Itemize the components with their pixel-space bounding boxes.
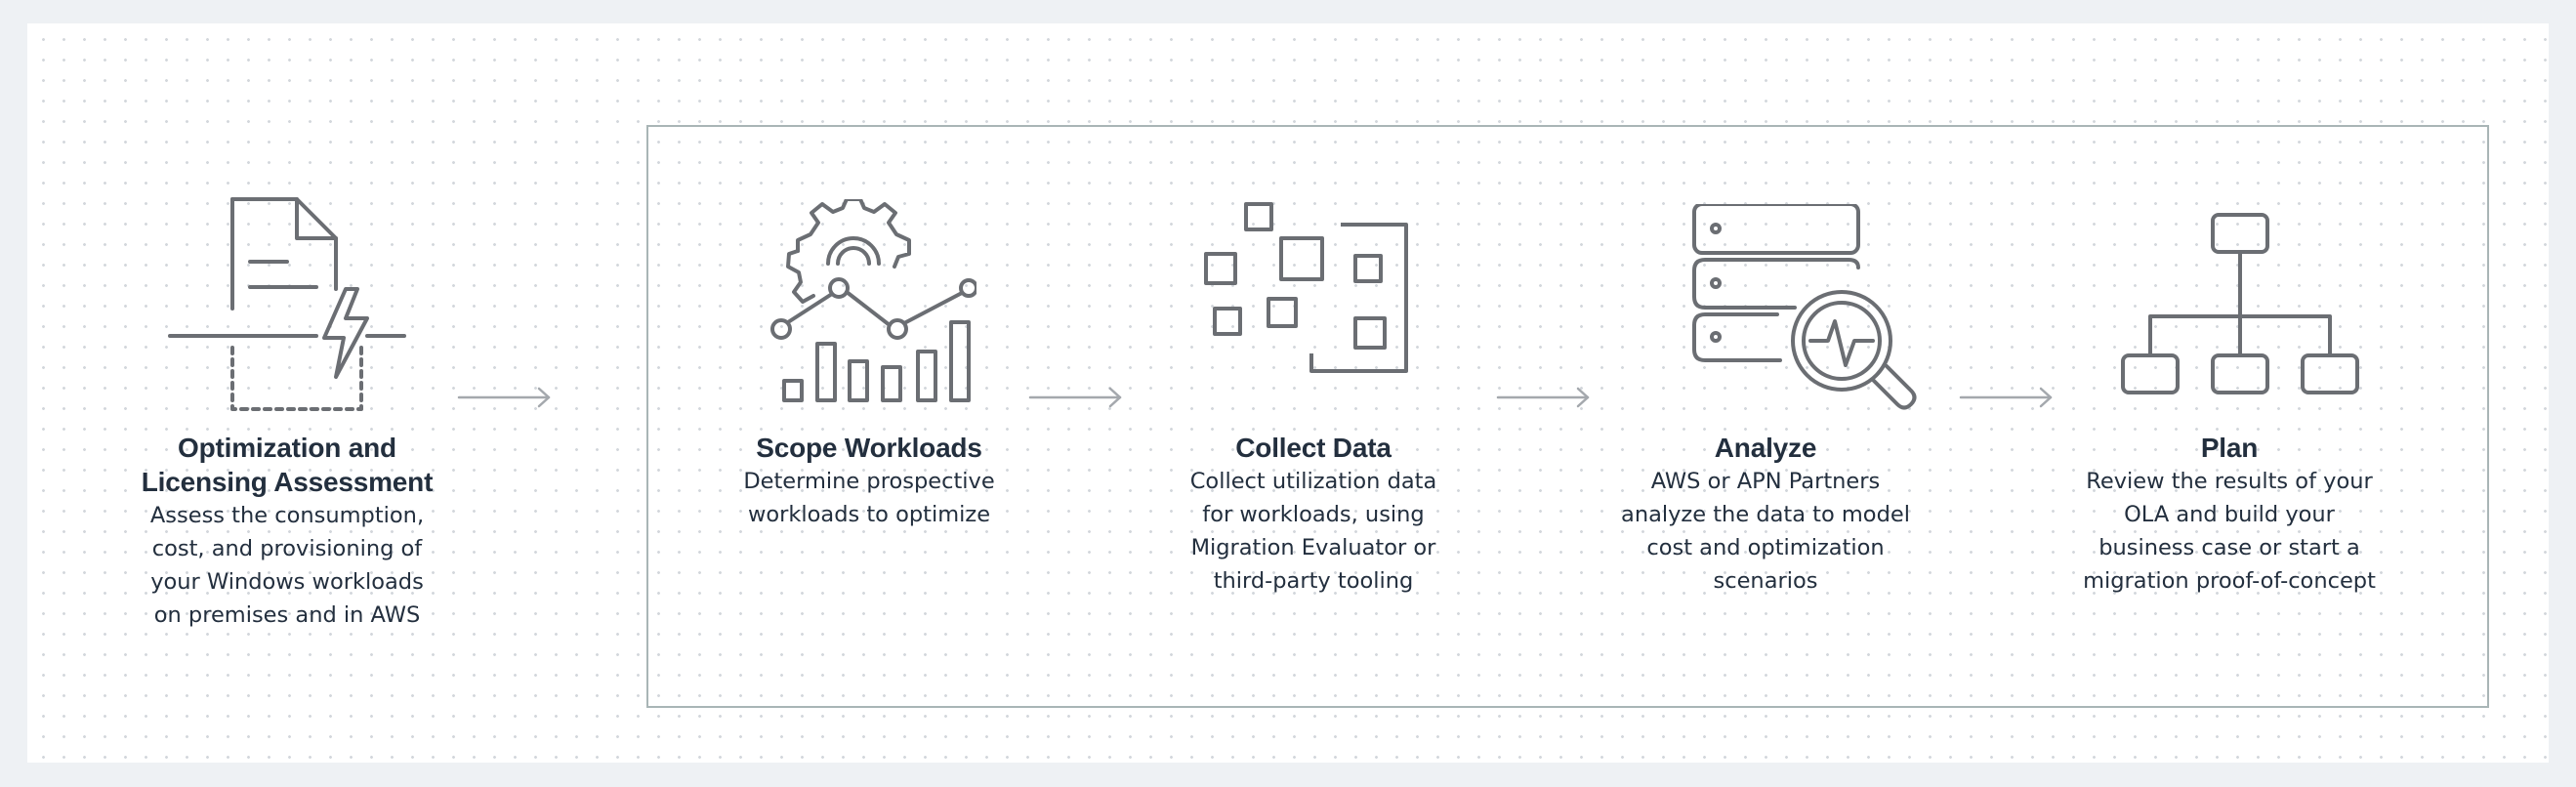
- step-description: Review the results of your OLA and build…: [2034, 465, 2425, 598]
- step-description: Collect utilization data for workloads, …: [1118, 465, 1509, 598]
- step-title: Scope Workloads: [674, 431, 1064, 465]
- step-title-line: Optimization and: [178, 433, 396, 463]
- step-description-line: AWS or APN Partners: [1650, 469, 1881, 494]
- step-description-line: business case or start a: [2098, 535, 2360, 560]
- step-analyze: Analyze AWS or APN Partners analyze the …: [1570, 431, 1961, 598]
- step-title: Plan: [2034, 431, 2425, 465]
- step-description-line: Review the results of your: [2086, 469, 2373, 494]
- step-description-line: Collect utilization data: [1189, 469, 1437, 494]
- step-collect-data: Collect Data Collect utilization data fo…: [1118, 431, 1509, 598]
- step-description-line: cost, and provisioning of: [151, 536, 423, 561]
- step-description: Determine prospective workloads to optim…: [674, 465, 1064, 531]
- step-description-line: OLA and build your: [2124, 502, 2335, 527]
- step-title: Analyze: [1570, 431, 1961, 465]
- step-description-line: analyze the data to model: [1621, 502, 1910, 527]
- step-title-line: Scope Workloads: [756, 433, 982, 463]
- flow-arrow-1: [457, 386, 555, 413]
- hierarchy-icon: [2117, 209, 2371, 404]
- step-title: Collect Data: [1118, 431, 1509, 465]
- step-description-line: scenarios: [1713, 568, 1818, 594]
- process-group-frame: [646, 125, 2489, 708]
- flow-arrow-2: [1028, 386, 1126, 413]
- step-title: Optimization and Licensing Assessment: [111, 431, 463, 499]
- step-title-line: Plan: [2200, 433, 2259, 463]
- step-ola: Optimization and Licensing Assessment As…: [111, 431, 463, 632]
- flow-arrow-4: [1959, 386, 2057, 413]
- step-description-line: workloads to optimize: [747, 502, 991, 527]
- gear-analytics-icon: [732, 199, 976, 414]
- step-description-line: on premises and in AWS: [153, 602, 421, 628]
- step-title-line: Licensing Assessment: [141, 467, 434, 497]
- document-lightning-icon: [141, 191, 434, 416]
- step-plan: Plan Review the results of your OLA and …: [2034, 431, 2425, 598]
- data-squares-icon: [1199, 199, 1433, 414]
- step-description-line: Determine prospective: [743, 469, 995, 494]
- flow-arrow-3: [1496, 386, 1594, 413]
- step-description: AWS or APN Partners analyze the data to …: [1570, 465, 1961, 598]
- step-description: Assess the consumption, cost, and provis…: [111, 499, 463, 632]
- step-scope-workloads: Scope Workloads Determine prospective wo…: [674, 431, 1064, 531]
- step-description-line: Assess the consumption,: [149, 503, 425, 528]
- step-description-line: your Windows workloads: [150, 569, 424, 595]
- step-description-line: Migration Evaluator or: [1190, 535, 1436, 560]
- diagram-canvas: Optimization and Licensing Assessment As…: [27, 23, 2549, 763]
- server-magnifier-icon: [1687, 204, 1941, 419]
- step-title-line: Collect Data: [1235, 433, 1392, 463]
- step-description-line: for workloads, using: [1202, 502, 1425, 527]
- step-description-line: third-party tooling: [1213, 568, 1414, 594]
- step-title-line: Analyze: [1714, 433, 1817, 463]
- step-description-line: migration proof-of-concept: [2083, 568, 2376, 594]
- step-description-line: cost and optimization: [1646, 535, 1885, 560]
